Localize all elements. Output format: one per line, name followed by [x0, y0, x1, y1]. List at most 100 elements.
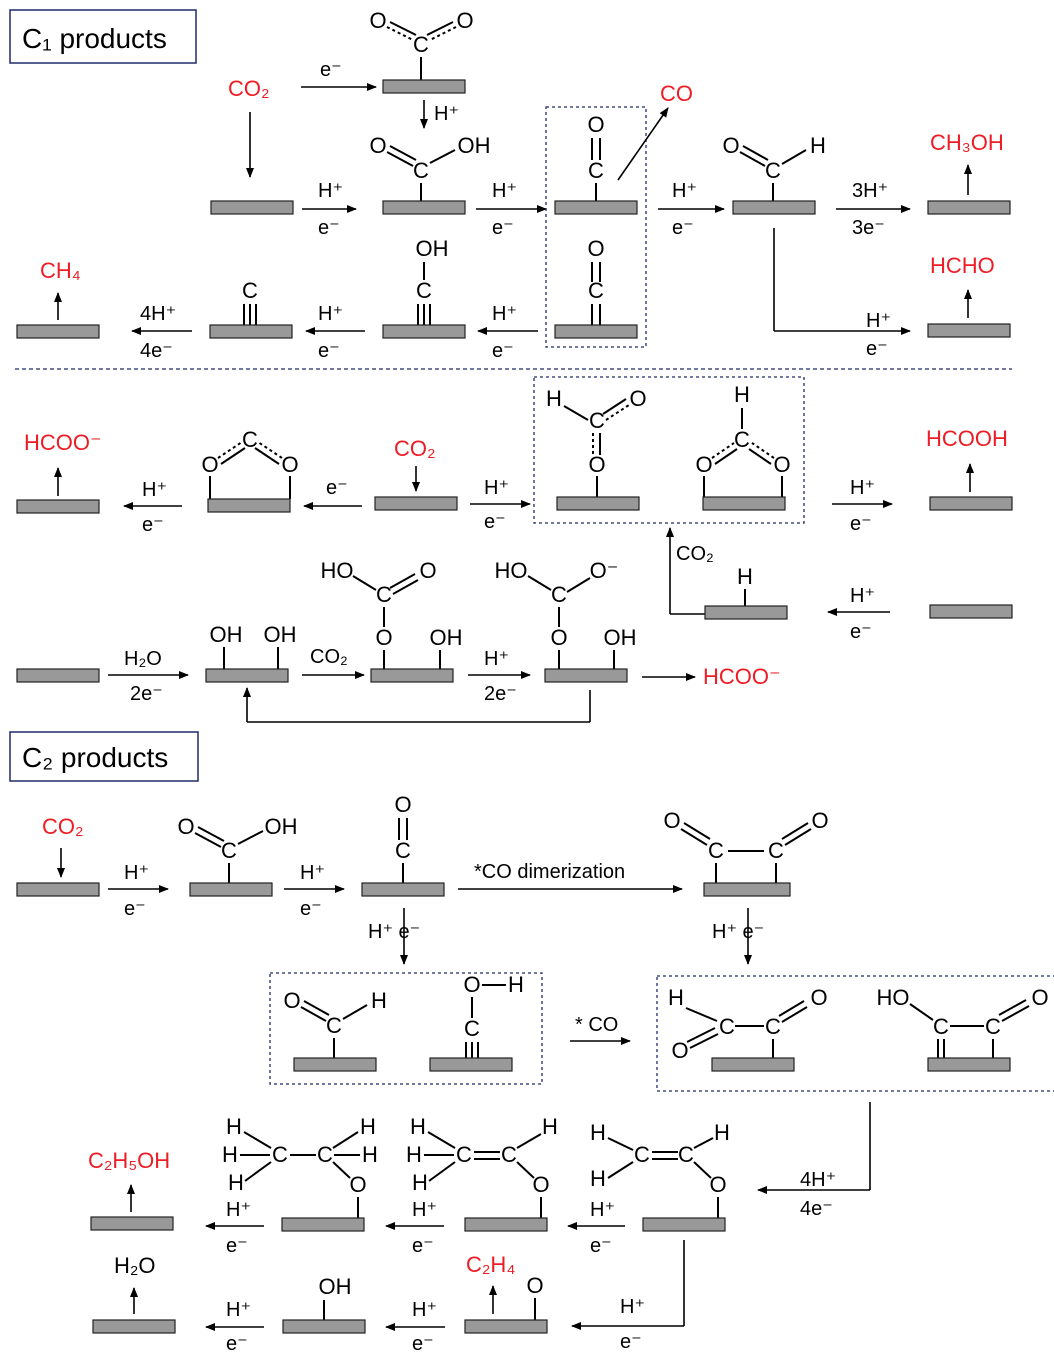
hcho-product: HCHO	[930, 253, 995, 278]
cond-h-5: H⁺	[318, 303, 343, 325]
co-product: CO	[660, 81, 693, 106]
svg-text:H: H	[226, 1114, 242, 1139]
svg-text:C: C	[588, 158, 604, 183]
cond-he-c2-1: H⁺ e⁻	[368, 921, 420, 943]
cond-e-c2-1: e⁻	[124, 898, 146, 920]
svg-text:H: H	[362, 1142, 378, 1167]
slab-empty-2	[374, 496, 458, 511]
hcoo-product-2: HCOO⁻	[703, 664, 781, 689]
svg-text:O: O	[526, 1273, 543, 1298]
adsorbed-co-c2: O C	[361, 792, 445, 897]
svg-text:O: O	[695, 452, 712, 477]
adsorbed-vinyloxy: H H C C H O	[590, 1120, 730, 1232]
adsorbed-cooh: O C OH	[369, 133, 491, 215]
svg-text:C: C	[765, 158, 781, 183]
c2-title-box	[9, 731, 199, 782]
cond-h-4: H⁺	[672, 180, 697, 202]
svg-text:C: C	[376, 582, 392, 607]
h2o-product: H₂O	[114, 1253, 156, 1278]
svg-text:C: C	[634, 1142, 650, 1167]
adsorbed-cho-c2: O C H	[283, 988, 387, 1072]
slab-h2o	[92, 1319, 176, 1334]
adsorbed-oh-oh: OH OH	[205, 622, 297, 683]
arrow-to-co-product	[617, 107, 669, 181]
svg-text:O: O	[663, 808, 680, 833]
svg-text:O: O	[177, 814, 194, 839]
svg-text:C: C	[768, 838, 784, 863]
c2h4-product: C₂H₄	[466, 1252, 515, 1277]
adsorbed-coh-co: HO C C O	[877, 985, 1049, 1072]
svg-text:C: C	[933, 1014, 949, 1039]
svg-text:H: H	[714, 1120, 730, 1145]
svg-text:H: H	[360, 1114, 376, 1139]
cond-h-c2-1: H⁺	[124, 862, 149, 884]
svg-text:H: H	[737, 564, 753, 589]
svg-text:C: C	[734, 427, 750, 452]
adsorbed-co2-bidentate: C O O	[201, 427, 299, 513]
adsorbed-co-linear: O C	[554, 112, 638, 215]
cond-co2-bicarb: CO₂	[310, 646, 348, 668]
cond-co-dimer: *CO dimerization	[474, 861, 625, 883]
cond-e-c2-5: e⁻	[590, 1235, 612, 1257]
cond-e-2: e⁻	[318, 217, 340, 239]
adsorbed-cooh-c2: O C OH	[177, 814, 298, 897]
svg-text:H: H	[222, 1142, 238, 1167]
ch4-product: CH₄	[40, 258, 81, 283]
svg-text:O: O	[349, 1172, 366, 1197]
slab-c2h5oh	[90, 1216, 174, 1231]
adsorbed-hoco2minus-oh: HO C O⁻ O OH	[495, 558, 637, 683]
cond-h-7: H⁺	[866, 310, 891, 332]
svg-text:C: C	[985, 1014, 1001, 1039]
slab-hcoo	[16, 499, 100, 514]
cond-h-11: H⁺	[850, 585, 875, 607]
svg-text:OH: OH	[265, 814, 298, 839]
adsorbed-oh-c2: OH	[282, 1274, 366, 1334]
cond-e-c2-6: e⁻	[620, 1331, 642, 1352]
adsorbed-cho: O C H	[722, 133, 826, 215]
svg-text:C: C	[588, 278, 604, 303]
cond-e-c2-4: e⁻	[412, 1235, 434, 1257]
svg-text:C: C	[221, 838, 237, 863]
cond-he-c2-2: H⁺ e⁻	[712, 921, 764, 943]
cond-h-c2-3: H⁺	[226, 1199, 251, 1221]
svg-text:H: H	[590, 1166, 606, 1191]
c1-title-box	[9, 9, 197, 64]
adsorbed-coh-c2: O H C	[429, 972, 524, 1072]
co-adsorbate-box	[545, 106, 647, 348]
cond-h-c2-4: H⁺	[412, 1199, 437, 1221]
cond-e-9: e⁻	[326, 477, 348, 499]
svg-text:O: O	[369, 8, 386, 33]
svg-text:O: O	[722, 133, 739, 158]
cond-h-10: H⁺	[850, 477, 875, 499]
svg-text:H: H	[590, 1120, 606, 1145]
cond-h2o: H₂O	[124, 648, 162, 670]
cond-e-11: e⁻	[850, 513, 872, 535]
svg-text:O: O	[456, 8, 473, 33]
svg-text:C: C	[765, 1014, 781, 1039]
slab-empty-1	[210, 200, 294, 215]
svg-text:C: C	[551, 582, 567, 607]
cond-e-c2-2: e⁻	[300, 898, 322, 920]
svg-text:O: O	[394, 792, 411, 817]
svg-text:C: C	[678, 1142, 694, 1167]
c2-title: C₂ products	[22, 742, 168, 773]
svg-text:O: O	[671, 1038, 688, 1063]
c1-title: C₁ products	[22, 23, 167, 54]
svg-text:O: O	[587, 236, 604, 261]
svg-text:H: H	[371, 988, 387, 1013]
cond-2e-1: 2e⁻	[130, 683, 163, 705]
cond-e-1: e⁻	[320, 59, 342, 81]
svg-text:C: C	[242, 278, 258, 303]
svg-text:H: H	[546, 386, 562, 411]
adsorbed-co2-bent: O O C	[369, 8, 474, 94]
cond-4e-2: 4e⁻	[800, 1198, 833, 1220]
svg-text:C: C	[242, 427, 258, 452]
cond-e-12: e⁻	[850, 621, 872, 643]
slab-empty-3	[929, 604, 1013, 619]
svg-text:C: C	[413, 158, 429, 183]
svg-text:O: O	[201, 452, 218, 477]
svg-text:C: C	[413, 32, 429, 57]
hcooh-product: HCOOH	[926, 426, 1008, 451]
formate-adsorbate-box	[533, 376, 805, 524]
cond-co2-hydride: CO₂	[676, 543, 714, 565]
